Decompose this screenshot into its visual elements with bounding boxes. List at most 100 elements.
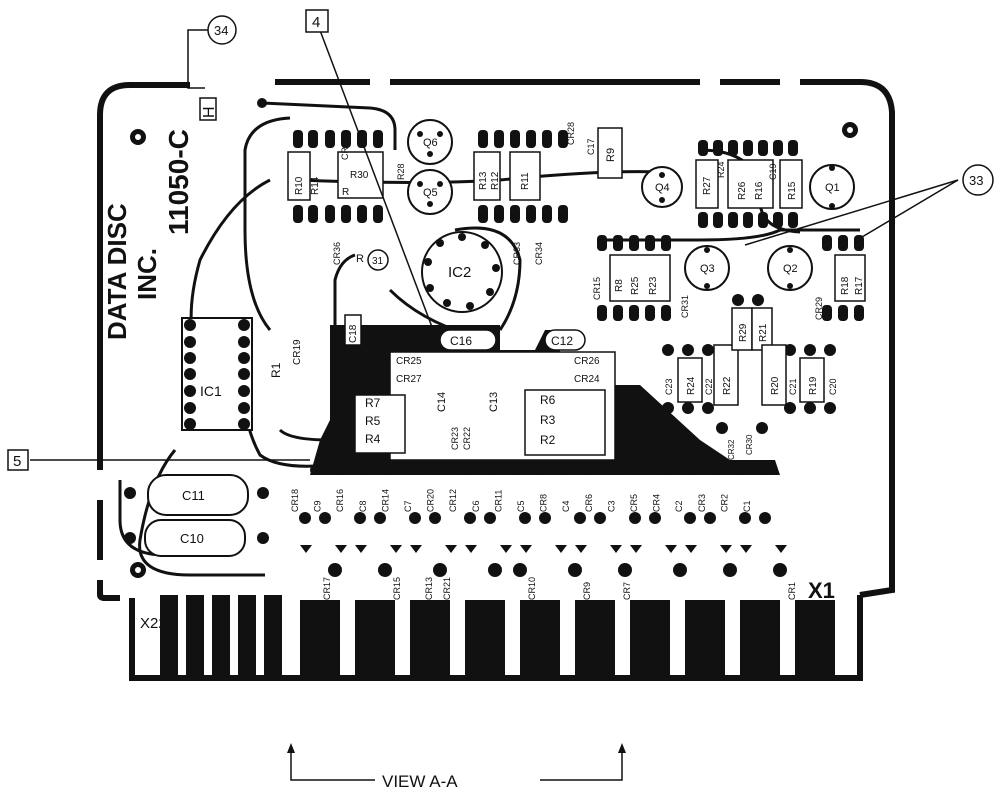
ic1-label: IC1 [200,383,222,399]
bottom-top-label: CR14 [380,489,390,512]
bottom-pads-lower [328,563,787,577]
cr25-label: CR25 [396,356,422,367]
callout-4: 4 [312,14,320,31]
cr27-label: CR27 [396,374,422,385]
cr33-label: CR33 [512,242,522,265]
cr30-label: CR30 [745,434,754,455]
r24-top-label: R24 [716,161,726,178]
cr19-label: CR19 [292,339,303,365]
edge-connector [160,595,835,675]
r3-label: R3 [540,413,556,427]
q5-label: Q5 [423,187,438,199]
r30-label: R30 [350,170,369,181]
r8-label: R8 [614,279,625,292]
r12-label: R12 [490,171,501,190]
cr31-label: CR31 [680,295,690,318]
cr32-label: CR32 [727,439,736,460]
callout-arrows [287,743,626,753]
c20-label: C20 [828,378,838,395]
bottom-top-label: C5 [516,500,526,512]
cr23-label: CR23 [450,427,460,450]
transistor-pins [417,131,835,289]
q4-label: Q4 [655,182,670,194]
bottom-top-label: CR6 [584,494,594,512]
c11-label: C11 [182,488,205,503]
cap-pads [124,487,269,544]
view-label: VIEW A-A [382,772,458,791]
r16-label: R16 [754,181,765,200]
bottom-lower-label: CR15 [392,577,402,600]
callout-34: 34 [214,23,228,38]
board-text: DATA DISC INC. 11050-C H X1 X22 VIEW A-A… [13,14,983,791]
bottom-top-label: CR20 [426,489,436,512]
callout-5: 5 [13,453,21,470]
r20-label: R20 [770,376,781,395]
q6-label: Q6 [423,137,438,149]
bottom-lower-label: CR21 [442,577,452,600]
small-caps [344,314,586,351]
mounting-holes [130,98,858,578]
r1-label: R1 [269,362,283,378]
c21-label: C21 [788,378,798,395]
bottom-lower-label: CR13 [424,577,434,600]
r21-label: R21 [758,323,769,342]
revision-letter: H [201,106,218,118]
r29-label: R29 [738,323,749,342]
bottom-lower-label: CR9 [582,582,592,600]
bottom-top-label: CR4 [652,494,662,512]
r4-label: R4 [365,432,381,446]
r17-label: R17 [854,276,865,295]
cr34-label: CR34 [534,242,544,265]
top-right-resistor-group [695,140,803,228]
bottom-lower-label: CR1 [787,582,797,600]
top-left-resistor-group [287,130,384,223]
r28-label: R28 [396,163,406,180]
bottom-top-label: CR3 [697,494,707,512]
ic1-package [181,317,253,431]
top-mid-resistor-group [473,127,623,223]
ic2-label: IC2 [448,264,471,281]
bottom-top-label: CR16 [335,489,345,512]
bottom-top-label: C3 [606,500,616,512]
maker-line1: DATA DISC [102,203,132,340]
r23-label: R23 [648,276,659,295]
q3-label: Q3 [700,263,715,275]
c23-label: C23 [664,378,674,395]
callout-33: 33 [969,173,983,188]
board-outline [97,79,895,681]
c10-label: C10 [180,531,204,546]
c17-label: C17 [586,138,596,155]
r18-label: R18 [840,276,851,295]
bottom-top-label: C2 [674,500,684,512]
r10-label: R10 [294,176,305,195]
c18-label: C18 [348,324,359,343]
ic2-package [421,231,503,313]
right-mid-resistor-group [597,235,866,321]
electrolytic-caps [144,474,249,557]
r9-label: R9 [605,148,617,162]
callout-31: 31 [372,256,384,267]
r5-label: R5 [365,414,381,428]
bottom-top-label: CR18 [290,489,300,512]
r7-label: R7 [365,396,381,410]
cr29-label: CR29 [814,297,824,320]
bottom-lower-label: CR7 [622,582,632,600]
r14-label: R14 [310,176,321,195]
r-misc-label: R [356,253,364,265]
cr22-label: CR22 [462,427,472,450]
right-lower-resistor-group [662,294,836,434]
transistor-cans [407,119,855,291]
r-label: R [342,187,349,198]
r11-label: R11 [520,172,531,190]
r13-label: R13 [478,171,489,190]
callout-shapes [7,9,994,471]
part-number: 11050-C [163,129,194,235]
bottom-top-label: C1 [742,500,752,512]
bottom-top-label: CR12 [448,489,458,512]
pin-x22: X22 [140,615,167,632]
bottom-lower-label: CR17 [322,577,332,600]
bottom-top-label: C6 [471,500,481,512]
cr24-label: CR24 [574,374,600,385]
